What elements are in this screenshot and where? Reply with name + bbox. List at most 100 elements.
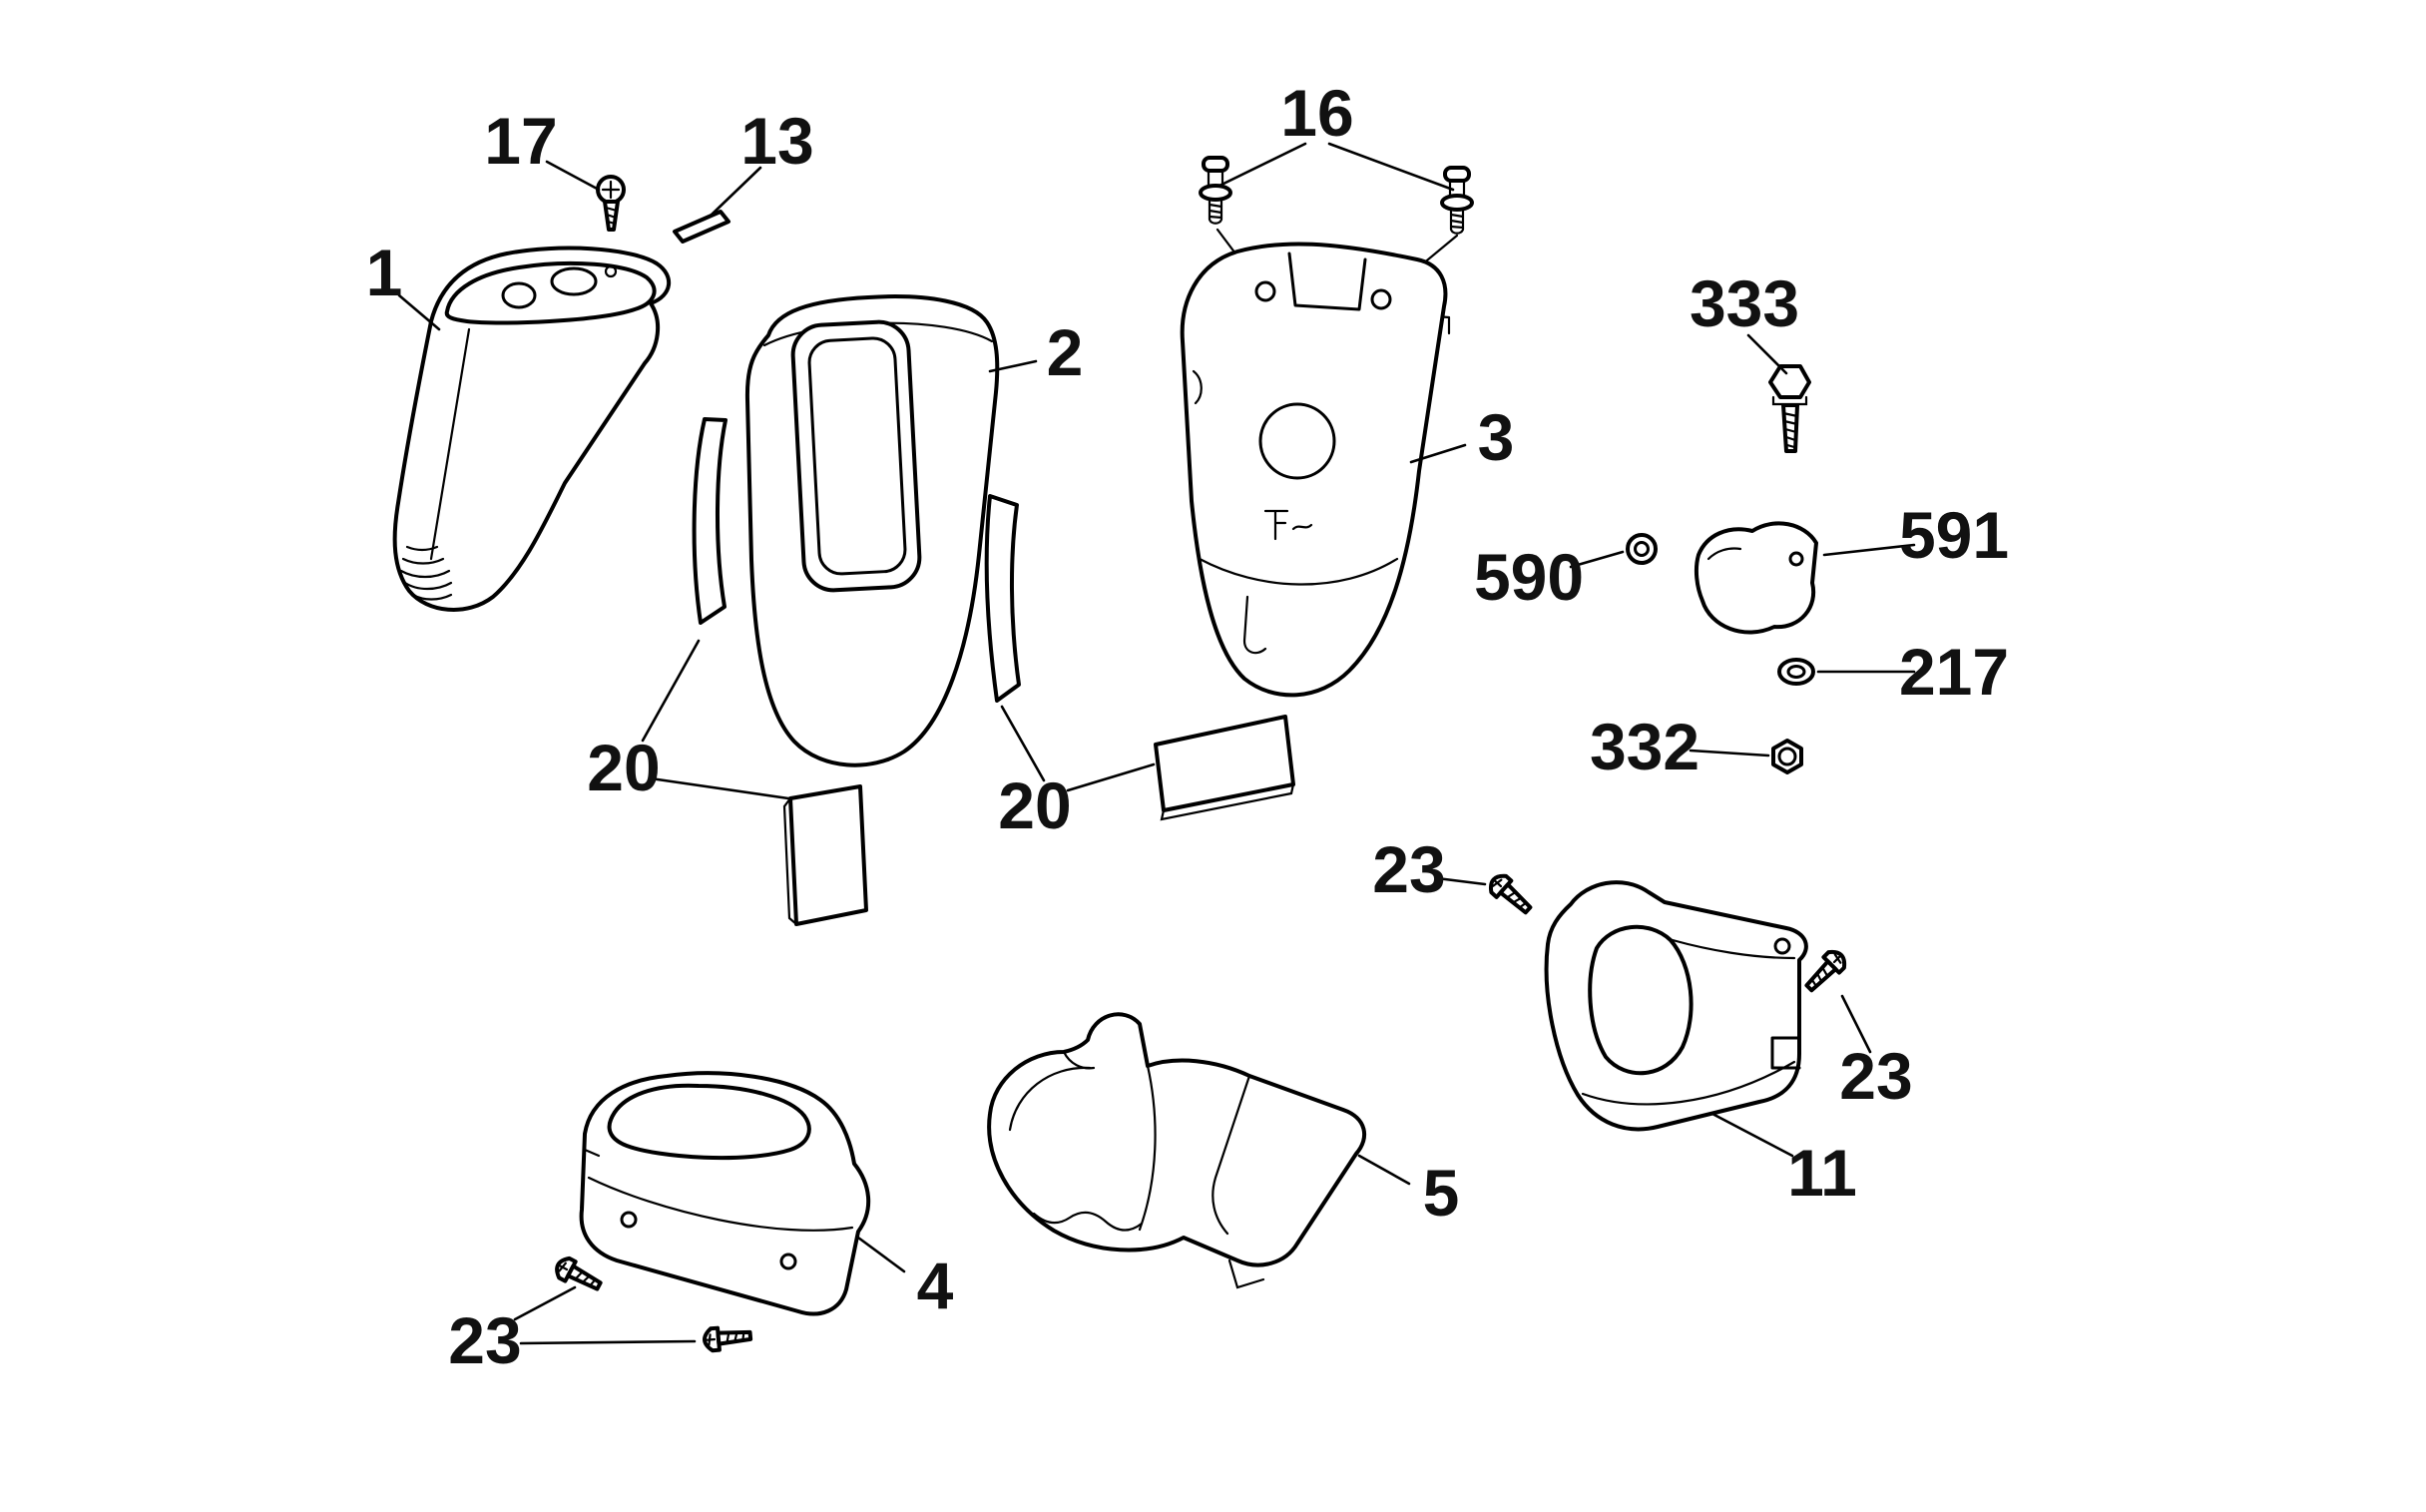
nut-332 <box>1771 739 1803 774</box>
callout-1: 1 <box>366 236 403 309</box>
washer-590-outer <box>1626 533 1658 565</box>
callout-13: 13 <box>740 104 813 178</box>
screw-17-threads <box>604 206 619 226</box>
leader-2 <box>988 359 1038 373</box>
washer-217 <box>1777 658 1815 686</box>
callout-16: 16 <box>1280 76 1353 150</box>
leader-20-right-a <box>1000 705 1046 782</box>
leader-20-left-a <box>641 639 701 743</box>
leader-23-bottom-a <box>513 1285 577 1321</box>
leader-23-right <box>1840 994 1872 1054</box>
callout-5: 5 <box>1423 1156 1460 1230</box>
part-11-screw-hole <box>1773 937 1791 955</box>
washer-590-inner <box>1634 541 1650 557</box>
part-591-hole <box>1788 551 1804 567</box>
pad-20-left-face <box>788 784 868 926</box>
leader-332 <box>1689 749 1770 757</box>
part-3-screw-hole-left <box>1254 280 1276 302</box>
part-5-shroud <box>987 1012 1366 1289</box>
callout-23-top: 23 <box>1372 832 1445 906</box>
leader-20-right-b <box>1066 762 1156 792</box>
nut-332-hex <box>1771 739 1803 774</box>
bolt-333-hex-head <box>1768 364 1811 399</box>
part-2-right-strip <box>984 494 1021 703</box>
part-11-side-guard <box>1544 880 1808 1132</box>
leader-16-right <box>1327 142 1455 192</box>
screw-23-top <box>1484 869 1538 921</box>
leader-4 <box>856 1236 906 1273</box>
part-5-outline <box>987 1012 1366 1267</box>
leader-5 <box>1357 1154 1411 1186</box>
screw-17-cross <box>601 180 621 200</box>
screw-23-bottom-right <box>702 1322 753 1353</box>
callout-333: 333 <box>1690 266 1799 340</box>
part-2-slot-inner <box>807 336 907 576</box>
leader-11 <box>1710 1112 1794 1158</box>
part-3-top-notch <box>1287 252 1367 311</box>
callout-2: 2 <box>1047 315 1084 389</box>
part-1-pin-hole <box>604 264 618 278</box>
part-5-scallops <box>1032 1211 1144 1232</box>
callout-217: 217 <box>1899 635 2009 709</box>
part-1-handle <box>392 246 672 612</box>
part-1-switch-slot <box>550 266 598 296</box>
callout-11: 11 <box>1787 1136 1857 1210</box>
part-1-outline <box>392 246 672 612</box>
part-11-seam-bottom <box>1581 1060 1796 1106</box>
leader-333 <box>1746 333 1788 375</box>
nut-332-hole <box>1777 747 1797 766</box>
leader-590 <box>1569 550 1625 569</box>
callout-591: 591 <box>1899 498 2009 572</box>
part-3-rear-cover <box>1180 242 1448 698</box>
pad-20-right-edge <box>1160 782 1295 821</box>
screw-16-right <box>1440 166 1474 236</box>
leader-591 <box>1822 543 1916 557</box>
pad-20-left-edge <box>782 796 798 926</box>
part-2-top-cover <box>692 294 1021 767</box>
leader-17 <box>545 160 601 192</box>
part-3-screw-hole-right <box>1370 288 1392 310</box>
part-4-top-ridge <box>607 1083 811 1161</box>
part-5-bottom-tab <box>1227 1259 1265 1289</box>
callout-23-bottom: 23 <box>448 1303 521 1377</box>
part-591-outline <box>1694 521 1818 635</box>
leader-16-left <box>1217 142 1307 188</box>
part-4-notch <box>583 1148 601 1158</box>
part-11-opening <box>1588 924 1694 1076</box>
part-1-top-face <box>444 260 657 325</box>
part-13-plate <box>673 210 730 244</box>
part-4-screw-hole-right <box>779 1253 797 1270</box>
part-4-seam <box>587 1176 854 1232</box>
callout-20-right: 20 <box>998 768 1071 842</box>
screw-23-right <box>1801 947 1849 995</box>
part-5-fold-line <box>1138 1064 1157 1232</box>
callout-17: 17 <box>484 104 557 178</box>
callout-590: 590 <box>1474 540 1584 614</box>
part-5-top-arc <box>1062 1050 1096 1070</box>
part-1-grip-line <box>429 327 471 561</box>
callout-23-right: 23 <box>1839 1039 1912 1113</box>
part-3-seam <box>1198 557 1399 586</box>
leader-23-bottom-b <box>519 1339 697 1345</box>
part-3-fuel-cap-hole <box>1258 402 1336 480</box>
part-3-bottom-tab <box>1242 595 1267 655</box>
part-11-seam-top <box>1671 938 1796 960</box>
pad-20-right <box>1154 715 1295 821</box>
part-591-detail <box>1706 547 1742 561</box>
callout-3: 3 <box>1478 400 1515 474</box>
part-591-bracket <box>1694 521 1818 635</box>
leader-3 <box>1409 443 1467 464</box>
leader-20-left-b <box>649 776 790 800</box>
bolt-333 <box>1768 364 1811 453</box>
callout-20-left: 20 <box>587 731 660 804</box>
washer-217-outer <box>1777 658 1815 686</box>
screw-23-bottom-left <box>553 1256 604 1296</box>
washer-217-inner <box>1786 665 1806 679</box>
screw-17 <box>596 175 626 232</box>
washer-590 <box>1626 533 1658 565</box>
part-4-engine-cover <box>579 1071 871 1316</box>
part-1-button-hole <box>501 281 537 309</box>
part-5-panel-line <box>1212 1074 1251 1236</box>
